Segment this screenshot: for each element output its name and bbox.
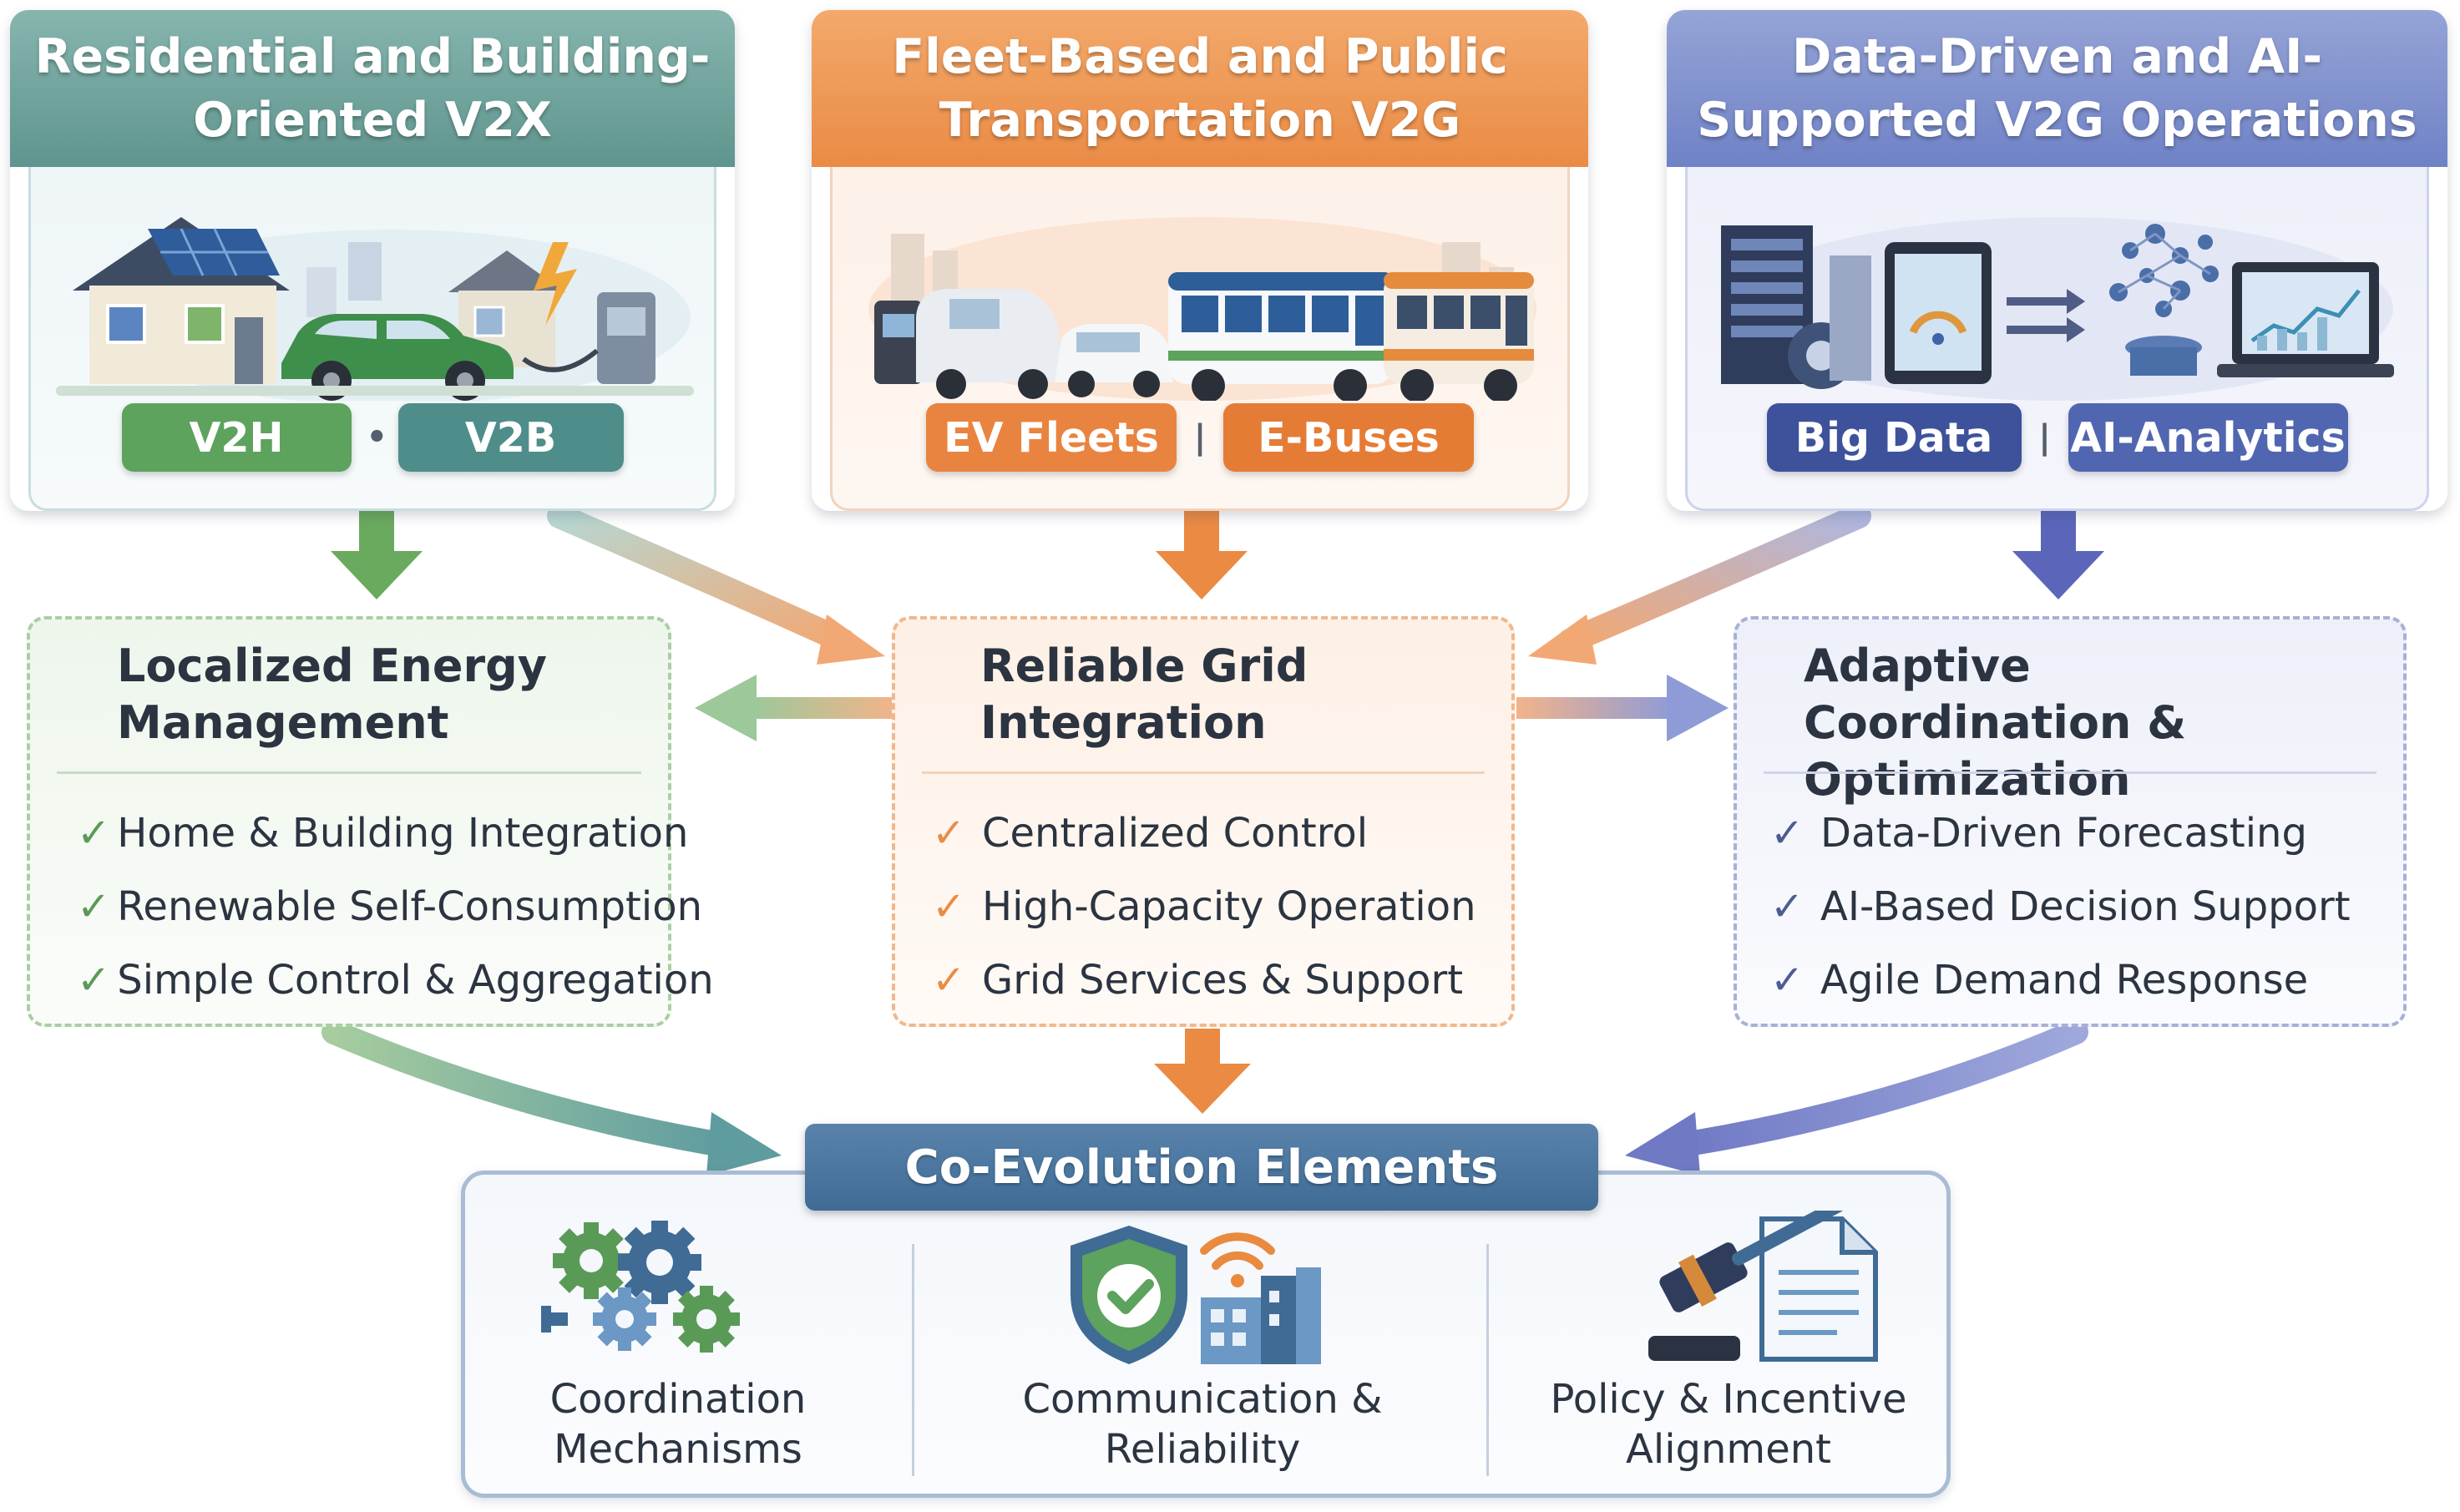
list-item: ✓Renewable Self-Consumption (77, 870, 702, 943)
residential-v2x-title: Residential and Building-Oriented V2X (10, 10, 735, 167)
arrow-grid-to-coevolution (1154, 1029, 1251, 1114)
adaptive-coordination-title: Adaptive Coordination & Optimization (1804, 640, 2187, 806)
divider (922, 771, 1485, 774)
adaptive-coordination-card: Adaptive Coordination & Optimization ✓ Da… (1734, 616, 2407, 1027)
shield-network-icon (1071, 1226, 1321, 1364)
check-icon: ✓ (932, 810, 966, 857)
tag-ev-fleets: EV Fleets (926, 403, 1177, 472)
reliable-grid-integration-list: ✓ Centralized Control ✓ High-Capacity Oper… (932, 796, 1503, 1017)
data-ai-v2g-panel: Big Data | AI-Analytics (1685, 167, 2429, 511)
adaptive-coordination-list: ✓ Data-Driven Forecasting ✓ AI-Based Decis… (1770, 796, 2395, 1017)
arrow-grid-to-local (695, 675, 893, 741)
tag-ai-analytics: AI-Analytics (2068, 403, 2348, 472)
tag-big-data: Big Data (1766, 403, 2022, 472)
fleet-tags: EV Fleets | E-Buses (833, 402, 1567, 473)
arrow-residential-to-grid (547, 503, 885, 665)
residential-v2x-panel: V2H • V2B (28, 167, 716, 511)
tag-separator: | (2038, 418, 2051, 457)
check-icon: ✓ (932, 883, 966, 930)
tag-v2h: V2H (121, 403, 352, 472)
check-icon: ✓ (77, 883, 111, 930)
list-item: ✓ Data-Driven Forecasting (1770, 796, 2395, 870)
element-divider (1486, 1244, 1489, 1476)
arrow-data-to-grid (1528, 503, 1871, 665)
list-item: ✓ Agile Demand Response (1770, 943, 2395, 1017)
arrow-adapt-to-coevolution (1625, 1019, 2088, 1176)
localized-energy-management-card: Localized Energy Management ✓Home & Buil… (27, 616, 714, 1027)
check-icon: ✓ (932, 957, 966, 1004)
tag-e-buses: E-Buses (1223, 403, 1474, 472)
tag-v2b: V2B (397, 403, 624, 472)
list-item-label: Data-Driven Forecasting (1820, 810, 2307, 857)
data-analytics-illustration (1721, 217, 2394, 401)
list-item-label: Centralized Control (982, 810, 1369, 857)
fleet-v2g-panel: EV Fleets | E-Buses (830, 167, 1570, 511)
list-item-label: AI-Based Decision Support (1820, 883, 2351, 930)
arrow-local-to-coevolution (321, 1019, 782, 1176)
divider (1764, 771, 2376, 774)
list-item-label: Agile Demand Response (1820, 957, 2309, 1004)
gears-icon (541, 1221, 740, 1353)
coordination-mechanisms-label: Coordination Mechanisms (549, 1376, 807, 1473)
divider (57, 771, 641, 774)
communication-reliability-label: Communication & Reliability (1022, 1376, 1383, 1473)
check-icon: ✓ (77, 810, 111, 857)
residential-tags: V2H • V2B (31, 402, 714, 473)
list-item-label: Renewable Self-Consumption (117, 883, 702, 930)
fleet-v2g-card: Fleet-Based and Public Transportation V2… (812, 10, 1588, 511)
reliable-grid-integration-title: Reliable Grid Integration (980, 640, 1308, 749)
list-item: ✓ High-Capacity Operation (932, 870, 1503, 943)
list-item-label: Grid Services & Support (982, 957, 1464, 1004)
house-ev-charging-illustration (56, 217, 694, 401)
element-divider (912, 1244, 914, 1476)
data-ai-tags: Big Data | AI-Analytics (1688, 402, 2427, 473)
gavel-document-icon (1648, 1211, 1878, 1362)
residential-v2x-card: Residential and Building-Oriented V2X (10, 10, 735, 511)
check-icon: ✓ (1770, 883, 1805, 930)
list-item-label: Home & Building Integration (117, 810, 689, 857)
list-item: ✓Home & Building Integration (77, 796, 688, 870)
policy-incentive-label: Policy & Incentive Alignment (1550, 1376, 1907, 1473)
localized-energy-management-list: ✓Home & Building Integration ✓Renewable … (77, 796, 714, 1017)
check-icon: ✓ (77, 957, 111, 1004)
list-item: ✓ Centralized Control (932, 796, 1503, 870)
list-item-label: High-Capacity Operation (982, 883, 1476, 930)
data-ai-v2g-card: Data-Driven and AI-Supported V2G Operati… (1667, 10, 2447, 511)
fleet-buses-illustration (868, 217, 1536, 401)
list-item: ✓ Grid Services & Support (932, 943, 1503, 1017)
reliable-grid-integration-card: Reliable Grid Integration ✓ Centralized C… (892, 616, 1515, 1027)
list-item: ✓ AI-Based Decision Support (1770, 870, 2395, 943)
tag-separator: • (366, 418, 388, 457)
tag-separator: | (1193, 418, 1207, 457)
check-icon: ✓ (1770, 810, 1805, 857)
list-item-label: Simple Control & Aggregation (117, 957, 714, 1004)
arrow-grid-to-adapt (1516, 675, 1729, 741)
list-item: ✓Simple Control & Aggregation (77, 943, 714, 1017)
check-icon: ✓ (1770, 957, 1805, 1004)
co-evolution-title: Co-Evolution Elements (805, 1124, 1598, 1211)
data-ai-v2g-title: Data-Driven and AI-Supported V2G Operati… (1667, 10, 2447, 167)
fleet-v2g-title: Fleet-Based and Public Transportation V2… (812, 10, 1588, 167)
localized-energy-management-title: Localized Energy Management (117, 640, 547, 749)
